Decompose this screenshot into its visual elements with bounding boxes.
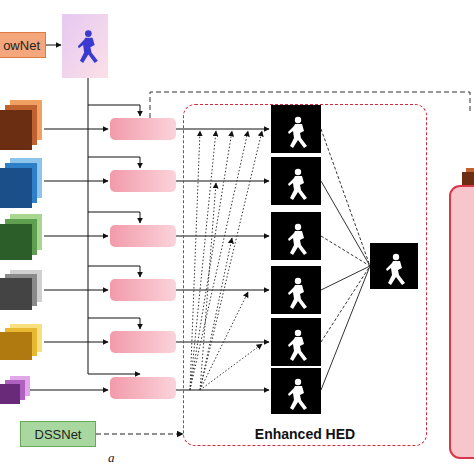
- output-block: [450, 186, 474, 458]
- fusion-line: [321, 236, 370, 266]
- saliency-figure: [288, 379, 307, 410]
- input-arrow: [44, 236, 108, 237]
- module-frame: Enhanced HED: [183, 104, 427, 446]
- dotted-arrow: [190, 131, 248, 390]
- saliency-map: [271, 368, 321, 414]
- input-arrow: [44, 342, 108, 343]
- conv-block: [110, 118, 176, 140]
- dotted-arrow: [190, 131, 216, 390]
- fused-map: [370, 243, 418, 289]
- network-box: owNet: [0, 32, 46, 58]
- conv-block: [110, 279, 176, 301]
- flow-figure: [78, 30, 98, 63]
- branch-line: [88, 212, 140, 223]
- saliency-map: [271, 266, 321, 314]
- input-arrow: [44, 181, 108, 182]
- dotted-arrow: [200, 131, 262, 390]
- dotted-arrow: [200, 183, 216, 390]
- fusion-line: [321, 266, 370, 390]
- input-arrow: [44, 290, 108, 291]
- flow-image: [62, 14, 108, 78]
- saliency-map: [271, 212, 321, 260]
- saliency-figure: [288, 117, 307, 148]
- fusion-line: [321, 181, 370, 266]
- trunk-line: [88, 78, 89, 374]
- output-arrow: [176, 236, 269, 237]
- output-arrow: [176, 290, 269, 291]
- conv-block: [110, 225, 176, 247]
- saliency-map: [271, 157, 321, 205]
- network-box: DSSNet: [20, 421, 96, 447]
- output-arrow: [176, 129, 269, 130]
- branch-line: [88, 318, 140, 329]
- branch-line: [88, 266, 140, 277]
- saliency-figure: [288, 169, 307, 200]
- saliency-map: [271, 105, 321, 153]
- saliency-figure: [288, 330, 307, 361]
- feature-map: [0, 332, 32, 360]
- saliency-figure: [288, 278, 307, 309]
- fusion-line: [321, 129, 370, 266]
- input-arrow: [44, 129, 108, 130]
- output-arrow: [176, 342, 269, 343]
- branch-line: [88, 374, 140, 375]
- dotted-arrow: [200, 238, 232, 390]
- node-text: owNet: [3, 38, 40, 53]
- saliency-map: [271, 318, 321, 366]
- output-arrow: [176, 181, 269, 182]
- conv-block: [110, 331, 176, 353]
- fusion-line: [321, 266, 370, 342]
- dotted-arrow: [190, 131, 232, 390]
- feature-map: [0, 168, 32, 208]
- panel-label: a: [108, 450, 115, 466]
- feature-map: [0, 110, 32, 150]
- node-text: Enhanced HED: [184, 426, 426, 442]
- branch-line: [88, 105, 140, 116]
- flow-arrow: [46, 45, 61, 46]
- feature-map: [0, 224, 32, 260]
- feature-map: [0, 278, 32, 310]
- dotted-arrow: [200, 292, 248, 390]
- node-text: DSSNet: [35, 427, 82, 442]
- conv-block: [110, 170, 176, 192]
- dotted-arrow: [200, 344, 262, 390]
- branch-line: [88, 157, 140, 168]
- input-arrow: [30, 390, 108, 391]
- conv-block: [110, 377, 176, 399]
- saliency-figure: [288, 224, 307, 255]
- fused-figure: [386, 254, 405, 285]
- feature-map: [0, 384, 20, 404]
- dashed-arrow: [96, 433, 183, 434]
